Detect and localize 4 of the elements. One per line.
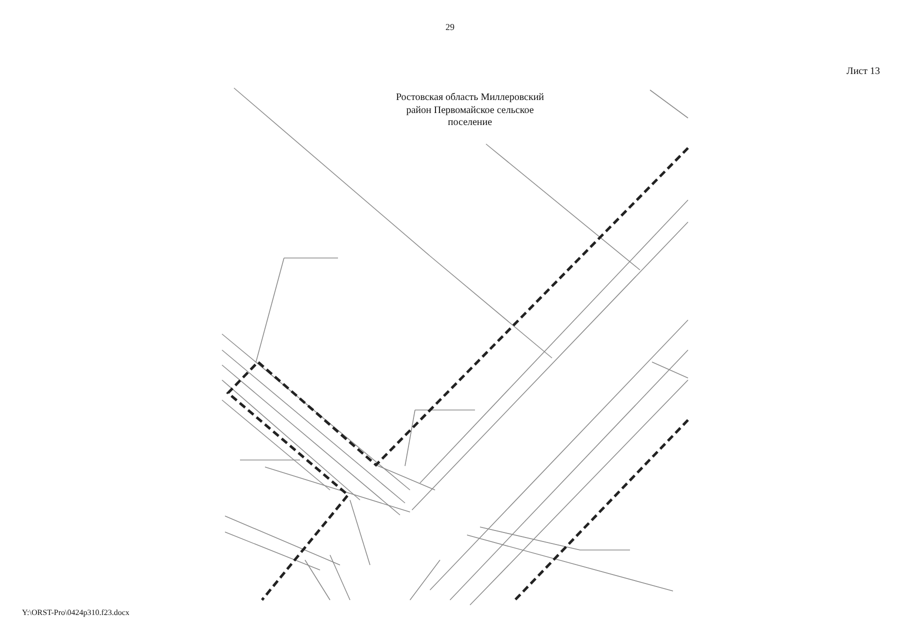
region-title: Ростовская область Миллеровский район Первомайское сельское поселение [394, 92, 546, 130]
file-path: Y:\ORST-Pro\0424p310.f23.docx [22, 608, 130, 618]
page-number: 29 [444, 22, 456, 34]
sheet-number: Лист 13 [846, 66, 880, 78]
